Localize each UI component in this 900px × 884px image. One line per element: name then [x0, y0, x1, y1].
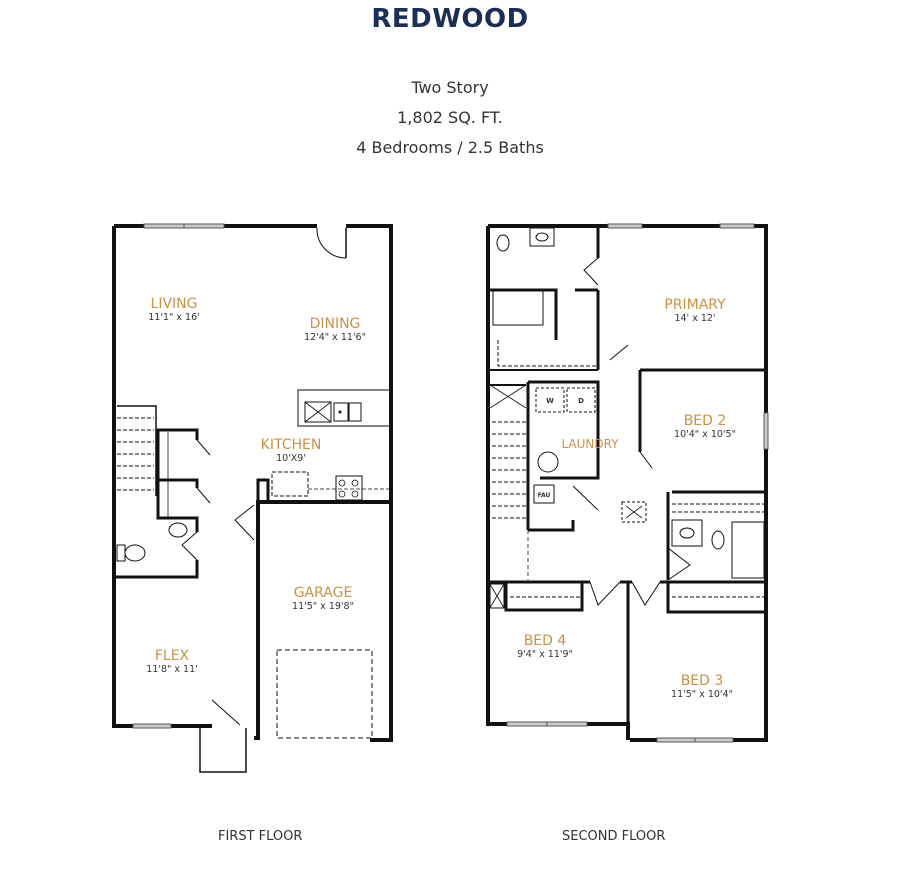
first-floor-plan	[112, 223, 393, 773]
dryer-label: D	[578, 397, 584, 405]
room-label-bed-2: BED 2	[684, 413, 727, 429]
room-label-flex: FLEX	[155, 648, 190, 664]
washer-label: W	[546, 397, 554, 405]
story-count: Two Story	[411, 78, 489, 97]
room-label-laundry: LAUNDRY	[561, 437, 619, 451]
second-floor-plan	[486, 223, 769, 743]
room-dims-bed-3: 11'5" x 10'4"	[671, 689, 733, 700]
room-label-kitchen: KITCHEN	[261, 437, 322, 453]
room-label-bed-4: BED 4	[524, 633, 567, 649]
room-dims-dining: 12'4" x 11'6"	[304, 332, 366, 343]
room-dims-bed-4: 9'4" x 11'9"	[517, 649, 573, 660]
room-dims-primary: 14' x 12'	[674, 313, 715, 324]
room-dims-bed-2: 10'4" x 10'5"	[674, 429, 736, 440]
plan-title: REDWOOD	[371, 4, 529, 34]
room-label-primary: PRIMARY	[664, 297, 726, 313]
square-footage: 1,802 SQ. FT.	[397, 108, 503, 127]
bed-bath-count: 4 Bedrooms / 2.5 Baths	[356, 138, 544, 157]
room-dims-living: 11'1" x 16'	[148, 312, 199, 323]
room-label-bed-3: BED 3	[681, 673, 724, 689]
room-label-garage: GARAGE	[294, 585, 353, 601]
room-dims-garage: 11'5" x 19'8"	[292, 601, 354, 612]
room-label-living: LIVING	[151, 296, 198, 312]
first-floor-label: FIRST FLOOR	[218, 829, 303, 844]
room-label-dining: DINING	[310, 316, 361, 332]
second-floor-label: SECOND FLOOR	[562, 829, 666, 844]
room-dims-flex: 11'8" x 11'	[146, 664, 197, 675]
furnace-label: FAU	[538, 492, 551, 499]
room-dims-kitchen: 10'X9'	[276, 453, 306, 464]
